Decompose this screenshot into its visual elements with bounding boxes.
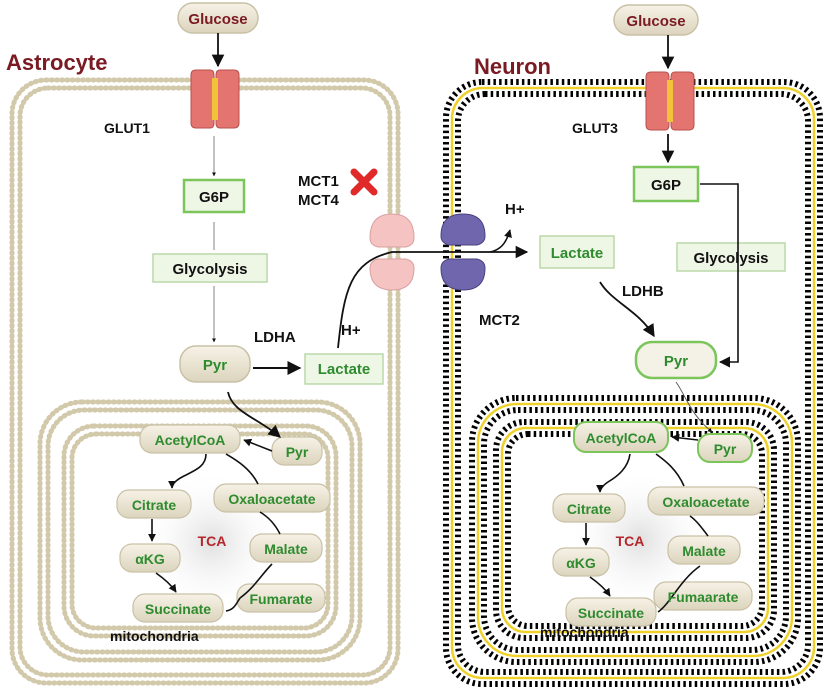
astro-arrows (148, 33, 529, 612)
ldha-label: LDHA (254, 329, 296, 346)
neuron-g6p-box (632, 165, 700, 203)
neuron-lactate-box (539, 235, 615, 269)
astro-oxaloacetate-pill (213, 483, 331, 513)
astro-acetylcoa-pill (139, 424, 241, 454)
neuron-akg-label: αKG (566, 555, 596, 571)
astro-mitochondria-label: mitochondria (110, 628, 199, 644)
astro-akg-pill (119, 543, 181, 573)
glut1-transporter-icon (190, 69, 240, 129)
neuron-mitochondria-label: mitochondria (540, 624, 629, 640)
astro-glycolysis-box (152, 253, 268, 283)
neuron-tca-label: TCA (616, 533, 645, 549)
neuron-lactate-label: Lactate (551, 245, 604, 262)
astro-akg-label: αKG (135, 551, 165, 567)
mct1-blocked-icon (350, 168, 378, 196)
astro-succinate-pill (132, 593, 224, 623)
astro-pyr-pill (179, 345, 251, 383)
neuron-pyr-pill (634, 340, 718, 380)
astro-malate-pill (249, 533, 323, 563)
neuron-glucose-pill (613, 4, 699, 36)
neuron-pyr-label: Pyr (664, 353, 688, 370)
neuron-glycolysis-box (676, 242, 786, 272)
astro-fumarate-label: Fumarate (249, 591, 312, 607)
neuron-mito-pyr-label: Pyr (714, 441, 737, 457)
neuron-oxaloacetate-pill (647, 486, 765, 516)
ldhb-label: LDHB (622, 283, 664, 300)
glut1-label: GLUT1 (104, 120, 150, 136)
astro-glycolysis-label: Glycolysis (172, 261, 247, 278)
astro-proton-label: H+ (341, 322, 361, 339)
neuron-oxaloacetate-label: Oxaloacetate (662, 494, 749, 510)
neuron-proton-label: H+ (505, 201, 525, 218)
astro-tca-label: TCA (198, 533, 227, 549)
astro-acetylcoa-label: AcetylCoA (155, 432, 226, 448)
astro-lactate-box (304, 353, 384, 385)
mct1-mct4-transporter-icon (369, 213, 415, 291)
neuron-glucose-label: Glucose (626, 13, 685, 30)
neuron-acetylcoa-pill (573, 421, 669, 453)
mct1-label: MCT1 (298, 173, 339, 190)
astro-pyr-label: Pyr (203, 357, 227, 374)
neuron-g6p-label: G6P (651, 177, 681, 194)
astro-glucose-label: Glucose (188, 11, 247, 28)
mct2-label: MCT2 (479, 312, 520, 329)
neuron-citrate-label: Citrate (567, 501, 612, 517)
neuron-malate-pill (667, 535, 741, 565)
neuron-succinate-label: Succinate (578, 605, 644, 621)
astrocyte-title: Astrocyte (6, 50, 107, 75)
glut3-label: GLUT3 (572, 120, 618, 136)
neuron-succinate-pill (565, 597, 657, 627)
astro-lactate-label: Lactate (318, 361, 371, 378)
astro-fumarate-pill (236, 583, 326, 613)
mct4-label: MCT4 (298, 192, 339, 209)
astro-malate-label: Malate (264, 541, 308, 557)
neuron-cell (443, 79, 823, 687)
neuron-arrows (582, 35, 739, 613)
astro-succinate-label: Succinate (145, 601, 211, 617)
astro-citrate-label: Citrate (132, 497, 177, 513)
astro-mito-pyr-label: Pyr (286, 444, 309, 460)
neuron-malate-label: Malate (682, 543, 726, 559)
neuron-mito-pyr-pill (697, 433, 753, 463)
neuron-glycolysis-label: Glycolysis (693, 250, 768, 267)
mct2-transporter-icon (440, 213, 486, 291)
neuron-fumarate-label: Fumaarate (668, 589, 739, 605)
neuron-citrate-pill (552, 493, 626, 523)
glut3-transporter-icon (645, 71, 695, 131)
neuron-akg-pill (552, 547, 610, 577)
neuron-title: Neuron (474, 54, 551, 79)
astro-oxaloacetate-label: Oxaloacetate (228, 491, 315, 507)
astro-g6p-label: G6P (199, 189, 229, 206)
astro-g6p-box (182, 178, 246, 214)
astro-citrate-pill (116, 489, 192, 519)
neuron-acetylcoa-label: AcetylCoA (586, 430, 657, 446)
